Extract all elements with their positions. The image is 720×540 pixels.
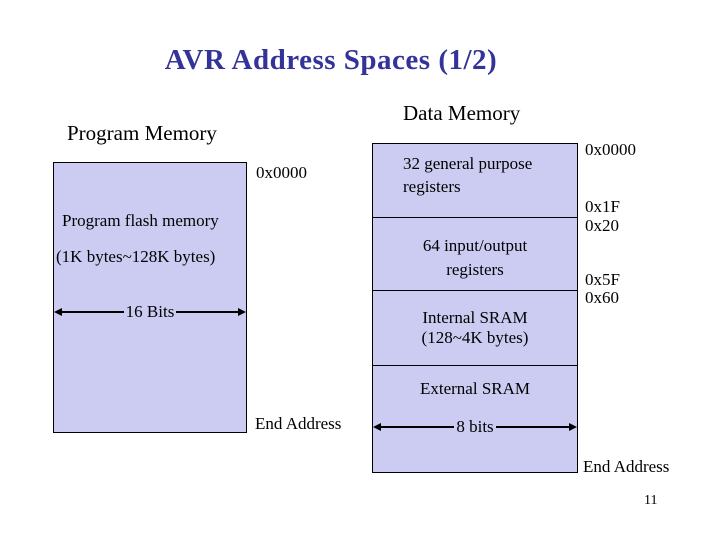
arrowhead-left-icon	[54, 308, 62, 316]
data-memory-heading: Data Memory	[403, 101, 521, 125]
segment-label-line: registers	[403, 177, 461, 196]
data-memory-address-0x1F: 0x1F	[585, 197, 620, 216]
data-memory-address-0x20: 0x20	[585, 216, 619, 235]
segment-label-line: (128~4K bytes)	[421, 328, 529, 347]
program-memory-end-address-label: End Address	[255, 414, 342, 433]
data-memory-address-0x0000: 0x0000	[585, 140, 636, 159]
width-arrow-16bits-label: 16 Bits	[123, 302, 177, 321]
segment-internal-sram: Internal SRAM (128~4K bytes)	[373, 290, 577, 365]
program-flash-size-label: (1K bytes~128K bytes)	[56, 247, 216, 266]
arrowhead-right-icon	[569, 423, 577, 431]
width-arrow-8bits: 8 bits	[373, 417, 577, 436]
data-memory-address-0x5F: 0x5F	[585, 270, 620, 289]
program-flash-label: Program flash memory	[62, 211, 219, 230]
data-memory-box: 32 general purpose registers 64 input/ou…	[372, 143, 578, 473]
data-memory-end-address-label: End Address	[583, 457, 670, 476]
segment-label-line: registers	[446, 260, 504, 279]
arrowhead-right-icon	[238, 308, 246, 316]
segment-label-line: Internal SRAM	[422, 308, 528, 327]
program-memory-start-address: 0x0000	[256, 163, 307, 182]
segment-label-line: 32 general purpose	[403, 154, 533, 173]
segment-label-line: 64 input/output	[422, 236, 528, 255]
segment-general-purpose-registers: 32 general purpose registers	[373, 144, 577, 217]
slide-title: AVR Address Spaces (1/2)	[164, 44, 498, 76]
segment-io-registers: 64 input/output registers	[373, 217, 577, 290]
width-arrow-8bits-label: 8 bits	[454, 417, 496, 436]
segment-external-sram: External SRAM 8 bits	[373, 365, 577, 474]
data-memory-address-0x60: 0x60	[585, 288, 619, 307]
program-memory-heading: Program Memory	[67, 121, 217, 145]
program-memory-box: Program flash memory (1K bytes~128K byte…	[53, 162, 247, 433]
arrowhead-left-icon	[373, 423, 381, 431]
page-number: 11	[644, 493, 658, 508]
width-arrow-16bits: 16 Bits	[54, 302, 246, 321]
segment-label-line: External SRAM	[419, 379, 531, 398]
